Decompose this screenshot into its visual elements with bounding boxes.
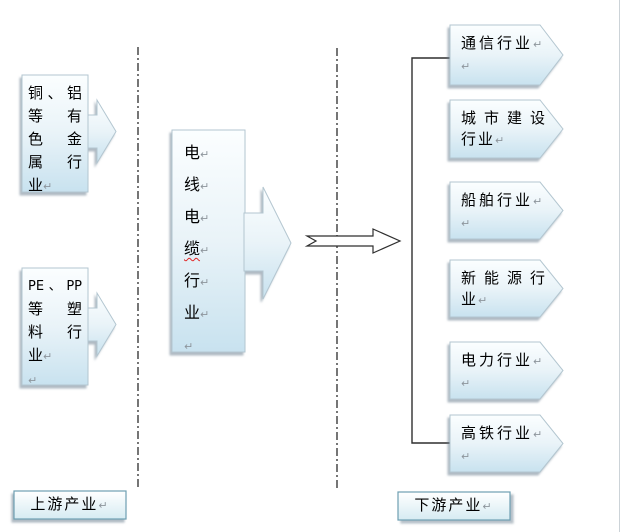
paragraph-mark: ↵	[28, 374, 38, 387]
wire-cable-industry-text: 电↵ 线↵ 电↵ 缆↵ 行↵ 业↵ ↵	[184, 143, 210, 353]
plastics-industry-shape[interactable]	[21, 267, 117, 386]
paragraph-mark: ↵	[461, 450, 471, 463]
pentagon-high-speed-rail[interactable]	[449, 414, 564, 473]
downstream-label-text: 下游产业↵	[414, 496, 494, 514]
paragraph-mark: ↵	[200, 180, 210, 193]
flow-arrow-icon[interactable]	[304, 228, 402, 254]
paragraph-mark: ↵	[43, 180, 53, 193]
upstream-label-text: 上游产业↵	[30, 495, 110, 513]
new-energy-industry-text: 新能源行 业↵	[461, 269, 545, 308]
paragraph-mark: ↵	[461, 217, 471, 230]
misspelled-word: 缆	[184, 239, 201, 258]
metals-industry-shape[interactable]	[21, 74, 117, 193]
pentagon-city-construction[interactable]	[449, 99, 564, 159]
metals-industry-text: 铜、铝 等有 色金 属行 业↵	[28, 84, 82, 194]
paragraph-mark: ↵	[200, 148, 210, 161]
city-construction-industry-text: 城市建设 行业↵	[461, 109, 545, 148]
downstream-bracket-connector[interactable]	[411, 57, 450, 444]
paragraph-mark: ↵	[478, 294, 488, 307]
telecom-industry-text: 通信行业↵ ↵	[461, 34, 543, 73]
paragraph-mark: ↵	[43, 350, 53, 363]
paragraph-mark: ↵	[98, 499, 110, 512]
pentagon-new-energy[interactable]	[449, 259, 564, 318]
paragraph-mark: ↵	[533, 195, 543, 208]
paragraph-mark: ↵	[200, 212, 210, 225]
pentagon-electric-power[interactable]	[449, 341, 564, 400]
wire-cable-industry-shape[interactable]	[171, 129, 292, 353]
paragraph-mark: ↵	[200, 276, 210, 289]
plastics-industry-text: PE、PP 等塑 料行 业↵ ↵	[28, 279, 82, 387]
wire-cable-arrow-icon	[243, 186, 292, 300]
paragraph-mark: ↵	[482, 500, 494, 513]
downstream-label-box[interactable]	[397, 491, 511, 521]
pentagon-shipbuilding[interactable]	[449, 181, 564, 240]
plastics-arrow-icon	[87, 291, 117, 358]
metals-arrow-icon	[87, 98, 117, 165]
paragraph-mark: ↵	[461, 377, 471, 390]
paragraph-mark: ↵	[200, 308, 210, 321]
paragraph-mark: ↵	[200, 244, 210, 257]
paragraph-mark: ↵	[533, 428, 543, 441]
paragraph-mark: ↵	[533, 355, 543, 368]
paragraph-mark: ↵	[533, 38, 543, 51]
paragraph-mark: ↵	[184, 340, 194, 353]
paragraph-mark: ↵	[461, 60, 471, 73]
high-speed-rail-industry-text: 高铁行业↵ ↵	[461, 424, 543, 463]
pentagon-telecom[interactable]	[449, 24, 564, 86]
electric-power-industry-text: 电力行业↵ ↵	[461, 351, 543, 390]
shipbuilding-industry-text: 船舶行业↵ ↵	[461, 191, 543, 230]
paragraph-mark: ↵	[495, 134, 505, 147]
upstream-label-box[interactable]	[13, 490, 127, 520]
